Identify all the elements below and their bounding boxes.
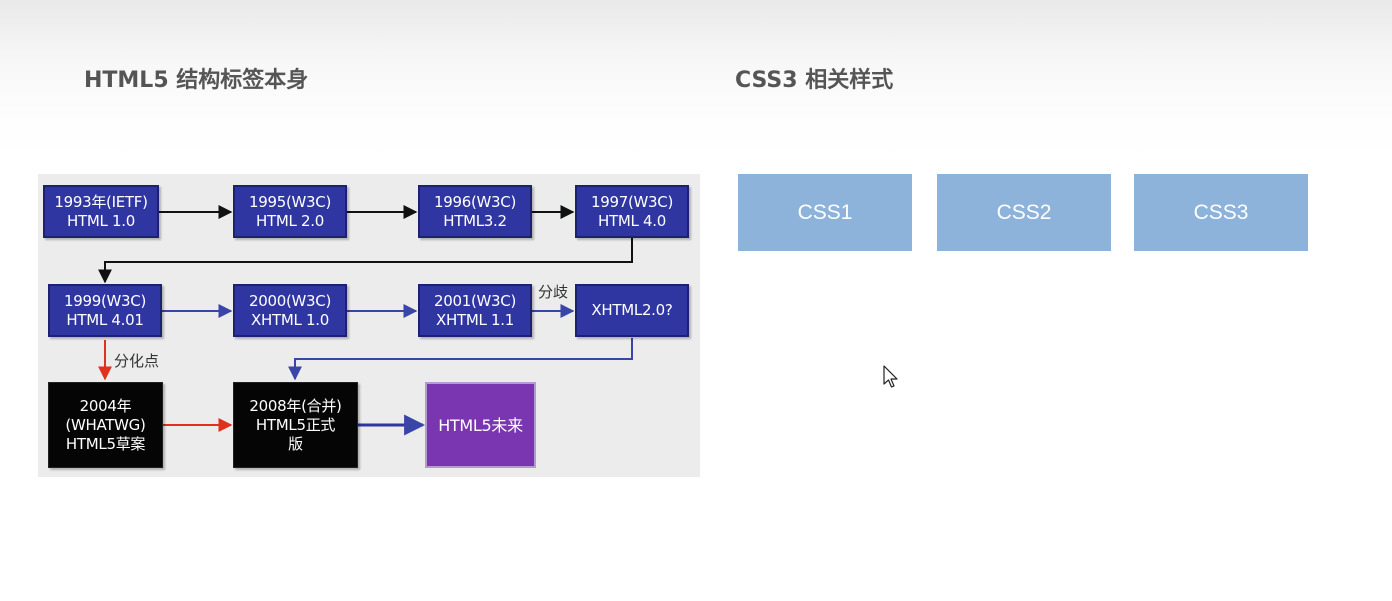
node-line: HTML5草案	[65, 434, 146, 453]
css1-box: CSS1	[738, 174, 912, 251]
diagram-arrows	[98, 205, 633, 436]
node-line: 1996(W3C)	[433, 192, 517, 211]
node-1995-html2: 1995(W3C) HTML 2.0	[233, 185, 347, 238]
node-line: XHTML 1.0	[251, 310, 329, 329]
node-1996-html32: 1996(W3C) HTML3.2	[418, 185, 532, 238]
fork-label: 分歧	[538, 283, 569, 301]
node-line: 2000(W3C)	[248, 291, 332, 310]
node-line: HTML 2.0	[256, 211, 324, 230]
node-line: HTML3.2	[443, 211, 507, 230]
node-2001-xhtml11: 2001(W3C) XHTML 1.1	[418, 284, 532, 337]
node-1993-html1: 1993年(IETF) HTML 1.0	[43, 185, 159, 238]
node-line: HTML5未来	[438, 415, 523, 435]
node-line: HTML 1.0	[67, 211, 135, 230]
css3-box: CSS3	[1134, 174, 1308, 251]
html-history-diagram: 1993年(IETF) HTML 1.0 1995(W3C) HTML 2.0 …	[38, 174, 700, 477]
node-1999-html401: 1999(W3C) HTML 4.01	[48, 284, 162, 337]
node-line: HTML 4.0	[598, 211, 666, 230]
node-line: 2004年	[79, 396, 132, 415]
node-xhtml2: XHTML2.0?	[575, 284, 689, 337]
node-html5-future: HTML5未来	[425, 382, 536, 468]
node-line: HTML5正式	[255, 415, 336, 434]
arrow-1997-1999	[98, 238, 633, 284]
node-line: HTML 4.01	[66, 310, 144, 329]
node-line: 1995(W3C)	[248, 192, 332, 211]
node-line: 1999(W3C)	[63, 291, 147, 310]
node-2004-whatwg: 2004年 (WHATWG) HTML5草案	[48, 382, 163, 468]
node-line: XHTML2.0?	[591, 301, 673, 319]
node-line: (WHATWG)	[65, 415, 146, 434]
node-line: 2008年(合并)	[249, 396, 342, 415]
node-line: 1993年(IETF)	[54, 192, 148, 211]
node-line: 1997(W3C)	[590, 192, 674, 211]
node-1997-html4: 1997(W3C) HTML 4.0	[575, 185, 689, 238]
css2-box: CSS2	[937, 174, 1111, 251]
node-line: 2001(W3C)	[433, 291, 517, 310]
node-line: XHTML 1.1	[436, 310, 514, 329]
mouse-pointer-icon	[883, 365, 898, 388]
node-line: 版	[288, 434, 303, 453]
node-2008-html5: 2008年(合并) HTML5正式 版	[233, 382, 358, 468]
arrow-xhtml2-2008	[288, 338, 633, 381]
html5-section-heading: HTML5 结构标签本身	[84, 68, 309, 93]
css3-section-heading: CSS3 相关样式	[735, 68, 894, 93]
node-2000-xhtml1: 2000(W3C) XHTML 1.0	[233, 284, 347, 337]
divergence-label: 分化点	[114, 352, 160, 370]
